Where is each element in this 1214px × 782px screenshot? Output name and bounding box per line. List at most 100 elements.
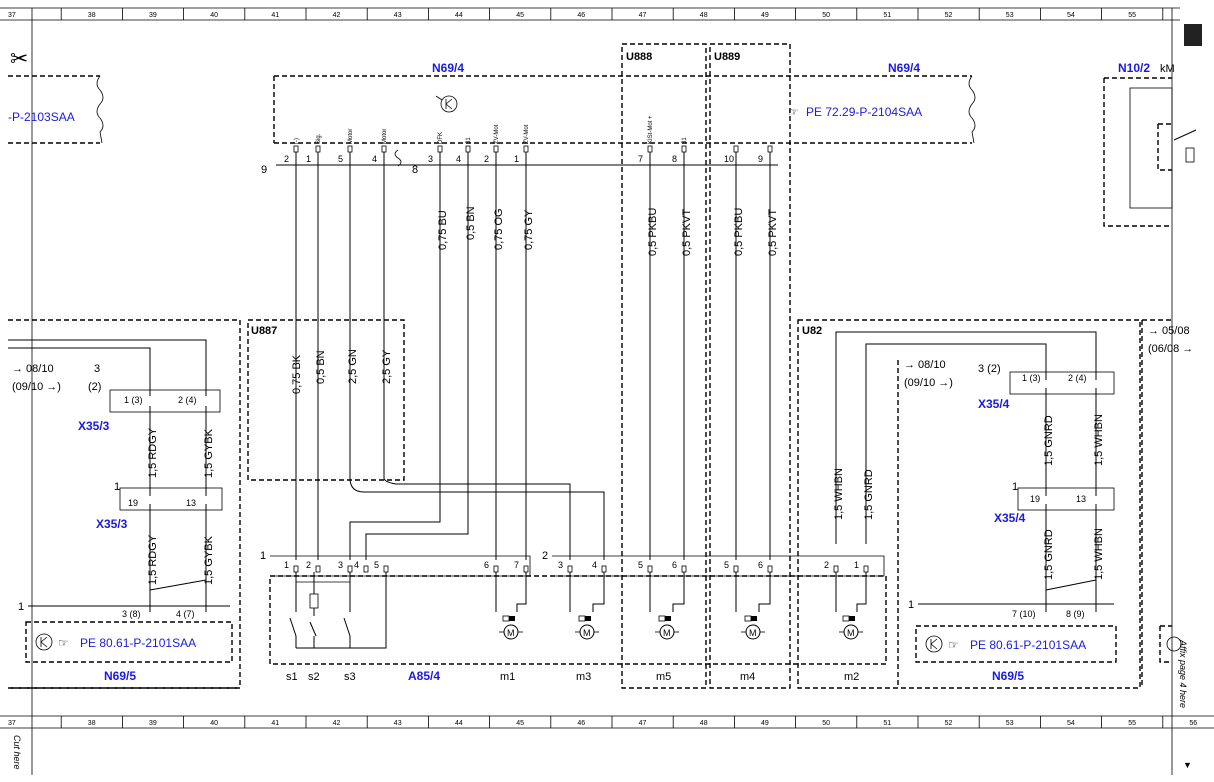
wire-pkvt-u888: 0,5 PKVT (681, 209, 693, 256)
connector-9: 9 (261, 164, 267, 176)
wire-pkbu-u889: 0,5 PKBU (733, 208, 745, 256)
pin-socket (523, 565, 529, 573)
pin-socket (293, 565, 299, 573)
ruler-label: 50 (822, 12, 830, 19)
wire-gy25: 2,5 GY (381, 349, 393, 384)
label-m5: m5 (656, 671, 671, 683)
connector-8: 8 (412, 164, 418, 176)
pointer-icon: ☞ (948, 638, 959, 652)
ref-right-bottom[interactable]: PE 80.61-P-2101SAA (970, 638, 1086, 652)
label-s3: s3 (344, 671, 356, 683)
pin-socket (315, 145, 321, 153)
motor-sensor-icon (658, 615, 666, 622)
pin-number: 1 (514, 154, 519, 164)
pin-socket (383, 565, 389, 573)
pin-number: 5 (338, 154, 343, 164)
wire-gy075: 0,75 GY (523, 209, 535, 250)
ref-left-bottom[interactable]: PE 80.61-P-2101SAA (80, 636, 196, 650)
motor-letter: M (847, 628, 855, 638)
pin-socket (681, 565, 687, 573)
xref-right-32: 3 (2) (978, 363, 1001, 375)
wire-rdgy-top: 1,5 RDGY (147, 427, 159, 478)
wire-gybk-top: 1,5 GYBK (203, 428, 215, 478)
pin-socket (347, 565, 353, 573)
pin-x354-bot-b: 13 (1076, 494, 1086, 504)
wire-bu075: 0,75 BU (437, 210, 449, 250)
ruler-label: 45 (516, 12, 524, 19)
pin-number: 3 (558, 560, 563, 570)
ruler-label: 46 (577, 720, 585, 727)
xref-left-2: (2) (88, 381, 101, 393)
label-x35-3-bottom: X35/3 (96, 517, 128, 531)
ruler-label: 40 (210, 720, 218, 727)
module-u887: U887 (247, 319, 405, 481)
ruler-label: 42 (333, 720, 341, 727)
pin-number: 3 (338, 560, 343, 570)
label-u888: U888 (626, 51, 652, 63)
motor-letter: M (749, 628, 757, 638)
motor-sensor-icon (665, 616, 671, 621)
transistor-icon (35, 633, 53, 651)
wire-bk075: 0,75 BK (291, 354, 303, 394)
pin-number: 4 (456, 154, 461, 164)
module-u888: U888 (621, 43, 707, 689)
pin-socket (493, 565, 499, 573)
pointer-icon: ☞ (58, 636, 69, 650)
pin-number: 2 (284, 154, 289, 164)
label-n69-4-left: N69/4 (432, 61, 464, 75)
pointer-icon: ☞ (788, 105, 799, 119)
ruler-label: 38 (88, 720, 96, 727)
pin-signal: ZV-Mot (524, 124, 530, 144)
pin-signal: DFK (438, 132, 444, 144)
ruler-label: 37 (8, 12, 16, 19)
pin-number: 8 (672, 154, 677, 164)
wire-bn075: 0,5 BN (465, 206, 477, 240)
module-u889: U889 (709, 43, 791, 689)
x353-num-1: 1 (114, 481, 120, 493)
pin-number: 10 (724, 154, 734, 164)
ruler-label: 40 (210, 12, 218, 19)
ruler-label: 53 (1006, 12, 1014, 19)
wire-whbn-x354-top: 1,5 WHBN (1093, 414, 1105, 466)
wire-whbn-x354-bot: 1,5 WHBN (1093, 528, 1105, 580)
motor-sensor-icon (502, 615, 510, 622)
ruler-label: 50 (822, 720, 830, 727)
ruler-label: 53 (1006, 720, 1014, 727)
pin-signal: KISt-Mot + (648, 115, 654, 144)
ruler-label: 49 (761, 720, 769, 727)
wire-gnrd-x354-bot: 1,5 GNRD (1043, 529, 1055, 580)
ref-right-top[interactable]: PE 72.29-P-2104SAA (806, 105, 922, 119)
pin-number: 3 (428, 154, 433, 164)
motor-letter: M (507, 628, 515, 638)
label-x35-3-top: X35/3 (78, 419, 110, 433)
ruler-label: 45 (516, 720, 524, 727)
x354-num-1: 1 (1012, 481, 1018, 493)
pin-number: 2 (484, 154, 489, 164)
xref-left-3: 3 (94, 363, 100, 375)
ruler-label: 49 (761, 12, 769, 19)
module-u82: U82 → 05/08 (06/08 → → 08/10 (09/10 →) 3… (797, 319, 1193, 689)
pin-x353-bot-a: 19 (128, 498, 138, 508)
transistor-icon (925, 635, 943, 653)
pin-number: 4 (372, 154, 377, 164)
cut-here-note: Cut here (12, 735, 22, 770)
wire-gybk-bot: 1,5 GYBK (203, 535, 215, 585)
wire-whbn-u82: 1,5 WHBN (833, 468, 845, 520)
pin-x354-top-b: 2 (4) (1068, 373, 1087, 383)
ref-left-top[interactable]: -P-2103SAA (8, 110, 75, 124)
motor-sensor-icon (842, 615, 850, 622)
pin-socket (381, 145, 387, 153)
pin-socket (363, 565, 369, 573)
ruler-label: 48 (700, 12, 708, 19)
ruler-label: 56 (1189, 720, 1197, 727)
motor-letter: M (663, 628, 671, 638)
motor-lead (835, 572, 867, 612)
motor-lead (495, 572, 527, 612)
pin-number: 6 (758, 560, 763, 570)
pin-signal: ZV-Mot (494, 124, 500, 144)
ruler-label: 43 (394, 720, 402, 727)
pin-number: 5 (638, 560, 643, 570)
